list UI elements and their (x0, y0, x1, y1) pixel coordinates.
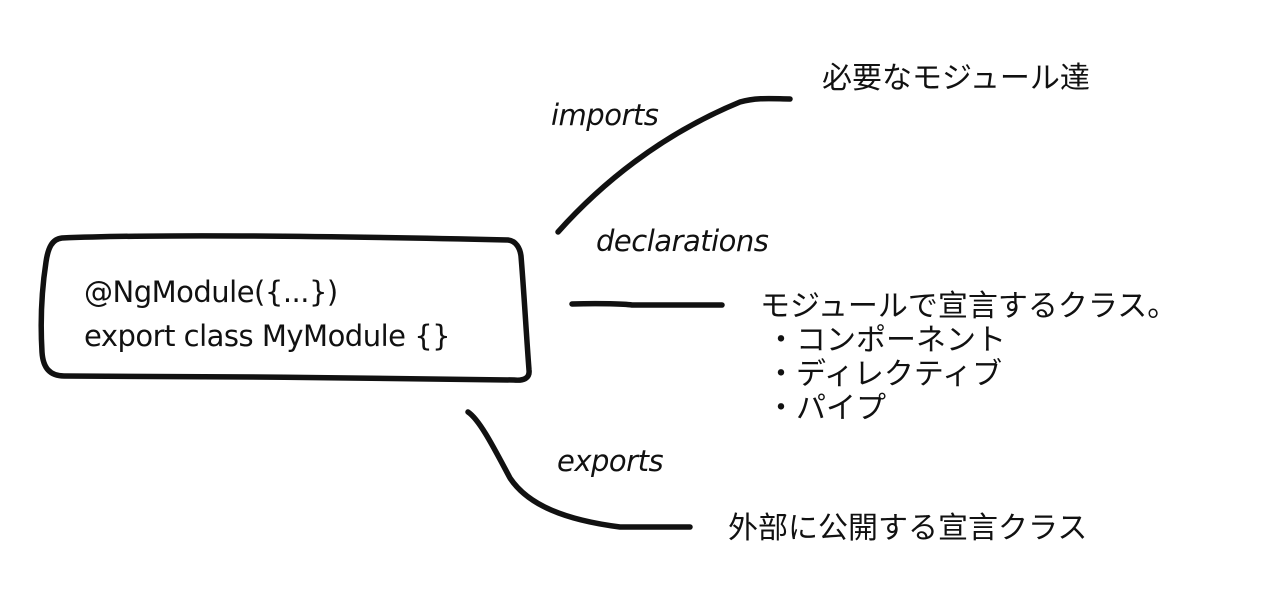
imports-label: imports (551, 98, 659, 132)
exports-label: exports (557, 444, 664, 478)
module-box-outline (38, 233, 532, 383)
exports-description: 外部に公開する宣言クラス (728, 511, 1088, 546)
declarations-item-component: ・コンポーネント (766, 323, 1006, 358)
imports-description: 必要なモジュール達 (822, 61, 1090, 96)
exports-connector (465, 409, 693, 530)
declarations-note: モジュールで宣言するクラス。 ・コンポーネント ・ディレクティブ ・パイプ (760, 290, 1177, 426)
declarations-item-directive: ・ディレクティブ (766, 357, 1003, 392)
decorator-line: @NgModule({...}) (84, 275, 338, 309)
declarations-description: モジュールで宣言するクラス。 (760, 289, 1178, 324)
declarations-connector (569, 300, 725, 308)
imports-connector (555, 95, 793, 235)
declarations-item-pipe: ・パイプ (766, 391, 886, 426)
class-declaration-line: export class MyModule {} (84, 319, 451, 353)
module-code: @NgModule({...}) export class MyModule {… (84, 270, 451, 358)
declarations-label: declarations (596, 224, 769, 258)
